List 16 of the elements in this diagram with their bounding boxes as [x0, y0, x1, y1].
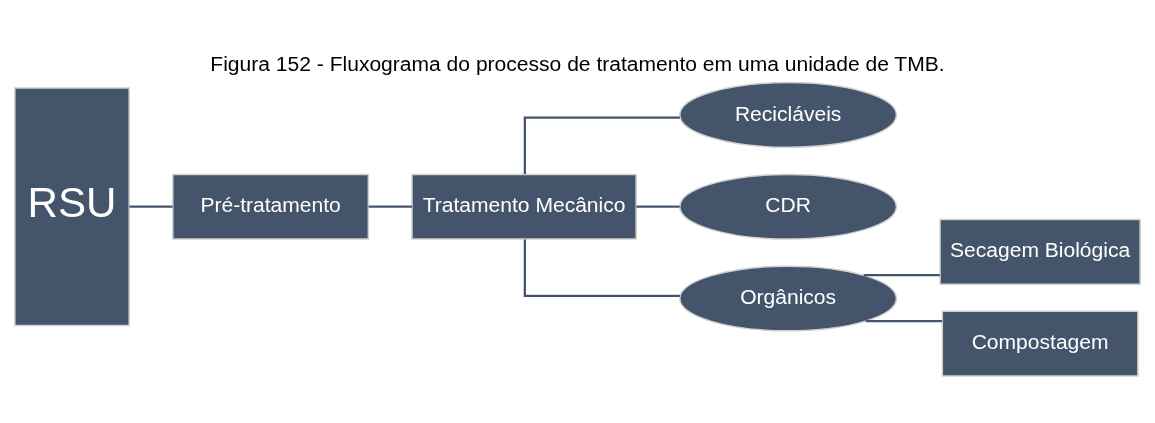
connector — [865, 319, 943, 322]
connector — [636, 205, 680, 208]
connector — [368, 205, 412, 208]
node-ellipse: Orgânicos — [679, 264, 898, 332]
connector — [523, 115, 680, 174]
node-box: Pré-tratamento — [172, 173, 370, 240]
node-box: Secagem Biológica — [939, 218, 1141, 285]
node-box: RSU — [14, 86, 130, 326]
node-ellipse: Recicláveis — [679, 81, 898, 148]
diagram-title: Figura 152 - Fluxograma do processo de tratamento em uma unidade de TMB. — [210, 51, 945, 75]
connector — [129, 205, 173, 208]
connector — [863, 273, 940, 276]
node-ellipse: CDR — [679, 173, 898, 240]
connector — [523, 238, 680, 297]
node-box: Tratamento Mecânico — [411, 173, 637, 240]
node-box: Compostagem — [941, 310, 1139, 377]
